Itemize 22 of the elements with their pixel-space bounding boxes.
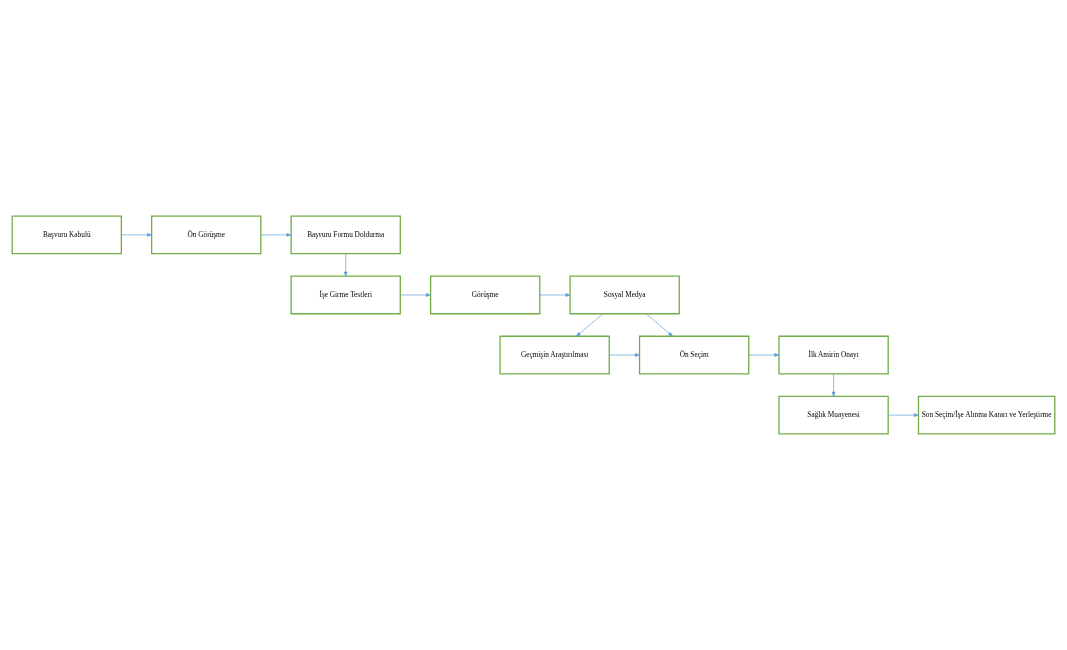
node-box: Başvuru Kabulü: [11, 215, 122, 255]
arrow: [645, 313, 673, 337]
arrow: [831, 373, 836, 397]
node-box: Geçmişin Araştırılması: [499, 335, 610, 375]
arrow: [887, 413, 919, 417]
arrow: [748, 353, 780, 357]
node-box: İşe Girme Testleri: [290, 275, 401, 315]
arrow: [608, 353, 640, 357]
arrow: [576, 313, 604, 337]
node-box: Görüşme: [429, 275, 541, 315]
node-box: Başvuru Formu Doldurma: [290, 215, 401, 255]
arrow: [539, 293, 571, 297]
node-box: Son Seçim/İşe Alınma Kararı ve Yerleştirme: [917, 395, 1056, 435]
node-box: Sosyal Medya: [569, 275, 680, 315]
node-box: İlk Amirin Onayı: [778, 335, 889, 375]
node-box: Sağlık Muayenesi: [778, 395, 889, 435]
arrow: [121, 233, 152, 237]
arrow: [260, 233, 292, 237]
node-box: Ön Seçim: [638, 335, 750, 375]
node-box: Ön Görüşme: [151, 215, 262, 255]
arrow: [343, 253, 348, 277]
arrow: [400, 293, 431, 297]
